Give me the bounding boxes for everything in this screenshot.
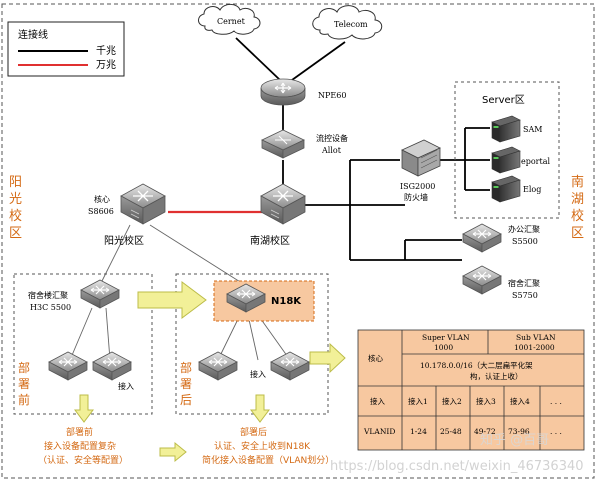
svg-text:接入3: 接入3 [476, 396, 496, 406]
cloud-telecom: Telecom [312, 5, 383, 40]
arrow-notes [159, 441, 187, 463]
core-switch-nanhu: 南湖校区 [250, 183, 306, 247]
dorm-h3c-label-2: H3C 5500 [30, 303, 71, 312]
campus-side-left: 阳 光 校 区 [9, 175, 22, 241]
svg-text:SAM: SAM [523, 125, 542, 134]
svg-text:接入1: 接入1 [408, 396, 428, 406]
legend-title: 连接线 [18, 28, 48, 41]
vlan-core-label: 核心 [368, 353, 383, 363]
svg-text:接入4: 接入4 [510, 396, 530, 406]
svg-text:部: 部 [18, 360, 30, 375]
svg-text:接入2: 接入2 [442, 396, 462, 406]
arrow-down-after [250, 394, 270, 423]
svg-text:接入: 接入 [370, 396, 385, 406]
svg-text:1-24: 1-24 [410, 427, 427, 436]
cloud-telecom-label: Telecom [334, 20, 368, 29]
svg-text:湖: 湖 [571, 192, 584, 207]
links-access [69, 224, 291, 361]
svg-text:10.178.0.0/16（大二层扁平化架: 10.178.0.0/16（大二层扁平化架 [420, 360, 533, 370]
svg-text:接入设备配置复杂: 接入设备配置复杂 [44, 440, 116, 452]
vlan-table: 核心 Super VLAN 1000 Sub VLAN 1001-2000 10… [357, 329, 585, 451]
switch-dorm-s5750: 宿舍汇聚 S5750 [462, 265, 540, 300]
svg-text:（认证、安全等配置）: （认证、安全等配置） [38, 454, 128, 466]
svg-text:Super VLAN: Super VLAN [422, 333, 470, 342]
svg-text:. . .: . . . [550, 427, 562, 436]
svg-text:Elog: Elog [523, 185, 541, 194]
svg-text:. . .: . . . [550, 397, 562, 406]
svg-text:接入: 接入 [250, 369, 266, 379]
n18k-label: N18K [271, 296, 302, 307]
cloud-cernet-label: Cernet [217, 17, 246, 26]
arrow-to-vlan-table [309, 342, 346, 374]
svg-text:部署后: 部署后 [240, 426, 267, 438]
after-notes: 部署后 认证、安全上收到N18K 简化接入设备配置（VLAN划分） [202, 426, 334, 466]
legend-gigabit: 千兆 [96, 45, 116, 57]
svg-text:光: 光 [9, 192, 22, 207]
legend: 连接线 千兆 万兆 [7, 21, 125, 77]
svg-text:49-72: 49-72 [474, 427, 496, 436]
links-gigabit [235, 37, 490, 261]
svg-text:署: 署 [18, 377, 30, 391]
svg-text:25-48: 25-48 [440, 427, 462, 436]
svg-text:S5500: S5500 [512, 237, 538, 246]
svg-text:Sub VLAN: Sub VLAN [516, 333, 556, 342]
outer-frame [1, 3, 595, 479]
firewall-isg2000: ISG2000 防火墙 [400, 139, 441, 202]
server-sam: SAM [491, 115, 542, 143]
svg-text:署: 署 [180, 377, 192, 391]
svg-text:1001-2000: 1001-2000 [514, 343, 555, 352]
watermark-badge: 知乎 @百哥 [480, 432, 549, 448]
core-yg-zone: 阳光校区 [104, 234, 144, 247]
before-notes: 部署前 接入设备配置复杂 （认证、安全等配置） [38, 426, 128, 466]
svg-text:简化接入设备配置（VLAN划分）: 简化接入设备配置（VLAN划分） [202, 454, 334, 466]
svg-text:1000: 1000 [434, 343, 453, 352]
server-elog: Elog [491, 175, 541, 203]
core-nh-zone: 南湖校区 [250, 234, 290, 247]
svg-text:认证、安全上收到N18K: 认证、安全上收到N18K [214, 440, 311, 452]
svg-text:构，认证上收）: 构，认证上收） [470, 371, 523, 381]
core-switch-yangguang: 核心 S8606 阳光校区 [88, 183, 166, 247]
svg-text:校: 校 [571, 208, 584, 224]
svg-text:区: 区 [571, 226, 584, 241]
svg-text:部署前: 部署前 [66, 426, 93, 438]
before-deploy-box: 宿舍楼汇聚 H3C 5500 接入 部 署 前 [13, 273, 153, 415]
campus-side-right: 南 湖 校 区 [571, 174, 584, 241]
watermark-url: https://blog.csdn.net/weixin_46736340 [330, 459, 584, 474]
allot-label-1: 流控设备 [316, 133, 348, 143]
core-yg-label-1: 核心 [94, 194, 110, 204]
svg-text:后: 后 [180, 393, 192, 407]
cloud-cernet: Cernet [198, 3, 261, 35]
svg-text:南: 南 [571, 174, 584, 190]
npe60-label: NPE60 [318, 91, 346, 100]
svg-text:前: 前 [18, 392, 30, 407]
svg-text:接入: 接入 [118, 381, 134, 391]
legend-ten-gigabit: 万兆 [96, 59, 116, 71]
dorm-h3c-label-1: 宿舍楼汇聚 [28, 290, 68, 300]
allot-label-2: Allot [321, 146, 342, 155]
svg-text:校: 校 [9, 208, 22, 224]
after-deploy-box: N18K 接入 部 署 后 [175, 273, 329, 415]
traffic-shaper-allot: 流控设备 Allot [261, 129, 348, 159]
firewall-label-1: ISG2000 [400, 182, 435, 191]
svg-text:eportal: eportal [521, 157, 550, 166]
arrow-before-to-after [137, 281, 207, 319]
server-eportal: eportal [491, 146, 550, 174]
server-zone-title: Server区 [482, 94, 525, 106]
svg-text:区: 区 [9, 226, 22, 241]
svg-text:宿舍汇聚: 宿舍汇聚 [508, 278, 540, 288]
svg-text:73-96: 73-96 [508, 427, 530, 436]
svg-text:S5750: S5750 [512, 291, 538, 300]
svg-text:办公汇聚: 办公汇聚 [508, 224, 540, 234]
firewall-label-2: 防火墙 [404, 192, 428, 202]
svg-text:部: 部 [180, 360, 192, 375]
arrow-down-before [74, 394, 94, 423]
svg-text:阳: 阳 [9, 175, 22, 190]
router-npe60: NPE60 [260, 78, 346, 106]
svg-text:VLANID: VLANID [363, 427, 395, 436]
core-yg-label-2: S8606 [88, 207, 114, 216]
server-zone: Server区 SAM eportal Elog [454, 81, 560, 219]
switch-office-s5500: 办公汇聚 S5500 [462, 223, 540, 253]
